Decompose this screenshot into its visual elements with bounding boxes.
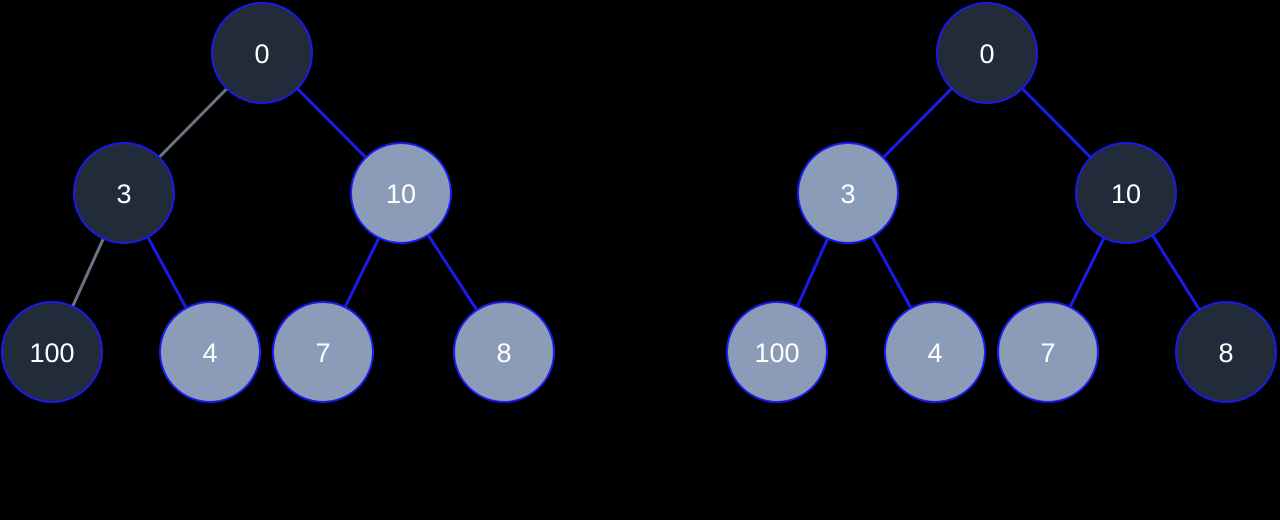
node-label-R4: 4 [927, 338, 942, 368]
tree-edge-R10-R8 [1150, 232, 1202, 313]
node-circle-R8[interactable] [1175, 301, 1277, 403]
tree-edge-R3-R100 [795, 236, 830, 309]
node-circle-L100[interactable] [1, 301, 103, 403]
node-circle-R7[interactable] [997, 301, 1099, 403]
tree-edge-L3-L100 [70, 236, 106, 309]
tree-edge-R10-R7 [1067, 235, 1107, 310]
left-tree-nodes: 0 3 10 100 4 7 8 [1, 2, 555, 403]
tree-node-R4[interactable]: 4 [884, 301, 986, 403]
node-label-L4: 4 [202, 338, 217, 368]
node-circle-L8[interactable] [453, 301, 555, 403]
tree-node-R8[interactable]: 8 [1175, 301, 1277, 403]
node-circle-R10[interactable] [1075, 142, 1177, 244]
node-circle-L7[interactable] [272, 301, 374, 403]
tree-edge-L10-L8 [425, 232, 480, 313]
right-tree-nodes: 0 3 10 100 4 7 8 [726, 2, 1277, 403]
node-circle-L4[interactable] [159, 301, 261, 403]
node-label-R10: 10 [1111, 179, 1141, 209]
right-tree-edges [795, 86, 1202, 313]
nodes-layer: 0 3 10 100 4 7 8 0 3 10 100 4 7 8 [1, 2, 1277, 403]
node-label-L100: 100 [29, 338, 74, 368]
node-label-R3: 3 [840, 179, 855, 209]
node-label-L3: 3 [116, 179, 131, 209]
tree-node-R10[interactable]: 10 [1075, 142, 1177, 244]
node-circle-R0[interactable] [936, 2, 1038, 104]
node-circle-R4[interactable] [884, 301, 986, 403]
tree-node-R3[interactable]: 3 [797, 142, 899, 244]
tree-node-L0[interactable]: 0 [211, 2, 313, 104]
node-circle-R100[interactable] [726, 301, 828, 403]
tree-edge-R3-R4 [869, 234, 914, 311]
tree-edge-L0-L10 [294, 86, 369, 160]
node-circle-L3[interactable] [73, 142, 175, 244]
tree-node-L8[interactable]: 8 [453, 301, 555, 403]
tree-edge-L10-L7 [342, 235, 382, 310]
node-label-R7: 7 [1040, 338, 1055, 368]
node-label-L7: 7 [315, 338, 330, 368]
node-label-R100: 100 [754, 338, 799, 368]
node-circle-R3[interactable] [797, 142, 899, 244]
tree-edge-R0-R10 [1019, 86, 1094, 160]
tree-node-R100[interactable]: 100 [726, 301, 828, 403]
node-circle-L10[interactable] [350, 142, 452, 244]
tree-node-L3[interactable]: 3 [73, 142, 175, 244]
tree-node-L7[interactable]: 7 [272, 301, 374, 403]
node-label-R0: 0 [979, 39, 994, 69]
node-label-L8: 8 [496, 338, 511, 368]
node-label-L0: 0 [254, 39, 269, 69]
tree-node-L4[interactable]: 4 [159, 301, 261, 403]
tree-node-L10[interactable]: 10 [350, 142, 452, 244]
node-label-L10: 10 [386, 179, 416, 209]
tree-edge-R0-R3 [880, 86, 955, 160]
tree-node-R0[interactable]: 0 [936, 2, 1038, 104]
tree-edge-L0-L3 [156, 86, 230, 160]
left-tree-edges [70, 86, 480, 313]
tree-node-R7[interactable]: 7 [997, 301, 1099, 403]
node-circle-L0[interactable] [211, 2, 313, 104]
tree-edge-L3-L4 [145, 234, 189, 311]
node-label-R8: 8 [1218, 338, 1233, 368]
tree-node-L100[interactable]: 100 [1, 301, 103, 403]
edges-layer [70, 86, 1202, 313]
